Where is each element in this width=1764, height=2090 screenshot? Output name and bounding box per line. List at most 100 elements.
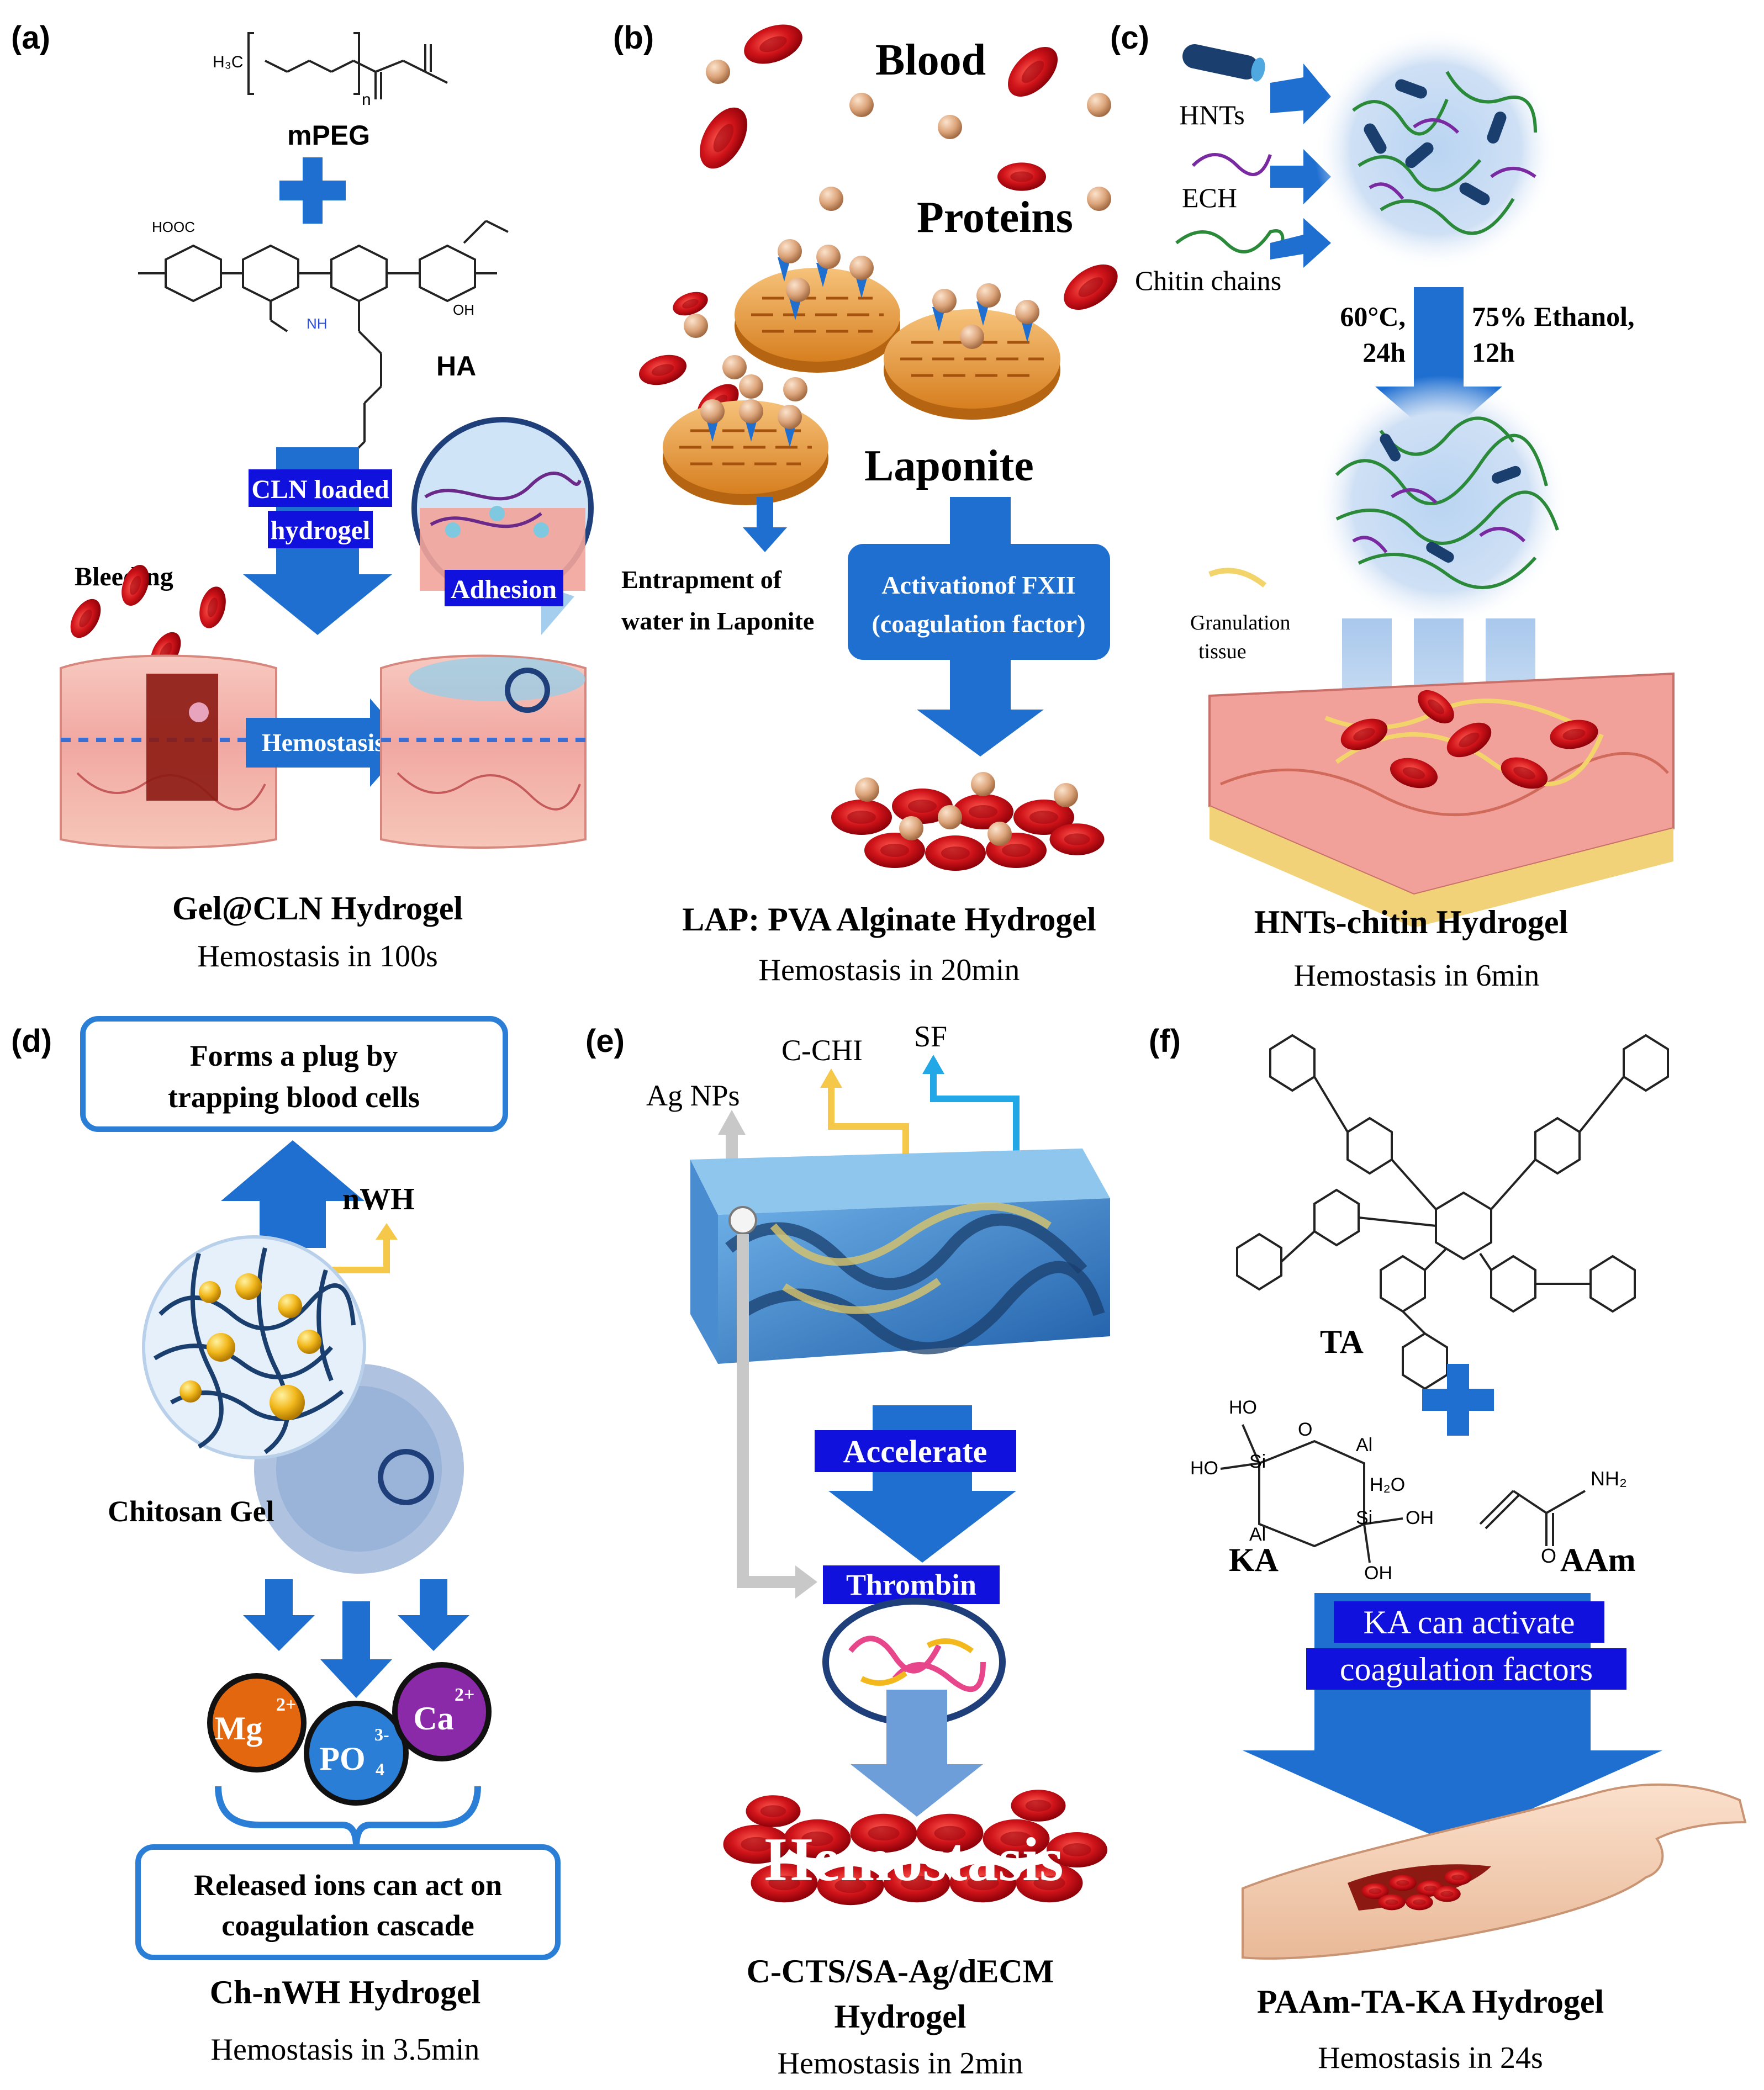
mpeg-label: mPEG — [287, 120, 370, 151]
panel-b-letter: (b) — [613, 20, 654, 56]
mg-label: Mg — [215, 1710, 263, 1747]
chitin-label: Chitin chains — [1135, 265, 1281, 296]
ka-ho-2: HO — [1190, 1458, 1218, 1479]
ha-nh-label: NH — [307, 315, 328, 332]
ha-oh-label: OH — [453, 301, 474, 318]
ka-si-1: Si — [1249, 1451, 1266, 1472]
released-line1: Released ions can act on — [194, 1869, 502, 1902]
entrapment-line1: Entrapment of — [621, 565, 782, 594]
ech-icon — [1191, 153, 1272, 176]
thrombin-protein — [848, 1636, 986, 1692]
panel-d-time: Hemostasis in 3.5min — [211, 2033, 480, 2067]
fxii-label-line2: (coagulation factor) — [872, 610, 1085, 638]
panel-f-title: PAAm-TA-KA Hydrogel — [1257, 1983, 1604, 2020]
kaolinite-structure — [1220, 1424, 1403, 1563]
ka-activate-line2: coagulation factors — [1340, 1651, 1593, 1687]
panel-c-time: Hemostasis in 6min — [1294, 959, 1540, 993]
adhesion-magnifier — [411, 417, 594, 635]
hydrogel-label: hydrogel — [271, 516, 370, 545]
adhesion-label: Adhesion — [451, 575, 557, 604]
proteins-label: Proteins — [917, 193, 1073, 242]
nh2-label: NH₂ — [1591, 1467, 1627, 1490]
plug-box — [80, 1016, 508, 1132]
chitin-chain-icon — [1175, 229, 1285, 253]
released-line2: coagulation cascade — [221, 1909, 474, 1942]
plus-icon-f — [1422, 1364, 1494, 1436]
hemostasis-down-arrow — [851, 1690, 983, 1817]
hemostasis-arrow-label: Hemostasis — [262, 728, 384, 756]
panel-a-letter: (a) — [11, 20, 50, 56]
nwh-particles — [179, 1273, 321, 1420]
solution-sphere — [1314, 28, 1557, 271]
aam-o-label: O — [1541, 1544, 1556, 1567]
cond-right-line1: 75% Ethanol, — [1472, 301, 1635, 332]
ca-label: Ca — [413, 1700, 453, 1737]
panel-e-time: Hemostasis in 2min — [778, 2046, 1023, 2081]
plus-icon — [279, 157, 346, 224]
ha-structure — [138, 220, 509, 464]
granulation-line1: Granulation — [1190, 611, 1291, 634]
panel-d-letter: (d) — [11, 1023, 52, 1059]
agnps-pointer-head — [718, 1110, 746, 1135]
ka-ho-1: HO — [1229, 1397, 1257, 1418]
agnps-label: Ag NPs — [646, 1079, 740, 1112]
panel-d: (d) Forms a plug by trapping blood cells… — [11, 1016, 561, 2067]
panel-a-title: Gel@CLN Hydrogel — [172, 890, 463, 927]
aam-label: AAm — [1560, 1542, 1636, 1578]
panel-b: (b) Blood Proteins Laponite — [613, 17, 1126, 987]
fxii-activation-arrow — [848, 497, 1110, 756]
ha-label: HA — [436, 351, 476, 382]
blood-label: Blood — [875, 36, 986, 84]
ag-thrombin-pointer — [737, 1234, 798, 1588]
hydrogel-hnts — [1380, 433, 1521, 563]
sf-pointer — [930, 1071, 1020, 1176]
sf-label: SF — [914, 1020, 947, 1053]
laponite-disk-1 — [735, 239, 900, 373]
mpeg-n-label: n — [362, 91, 371, 109]
laponite-disk-3 — [663, 374, 828, 505]
laponite-disk-2 — [884, 283, 1060, 420]
panel-a-time: Hemostasis in 100s — [197, 939, 438, 973]
nwh-label: nWH — [342, 1182, 415, 1216]
ech-label: ECH — [1182, 182, 1237, 213]
thrombin-label: Thrombin — [846, 1568, 976, 1601]
panel-c-letter: (c) — [1110, 20, 1149, 56]
hnt-tube-icon — [1182, 44, 1265, 82]
solution-contents — [1352, 71, 1537, 235]
ka-al-2: Al — [1249, 1524, 1266, 1545]
mpeg-structure — [247, 32, 448, 99]
network-chains — [153, 1247, 356, 1454]
mg-charge: 2+ — [276, 1695, 296, 1715]
plug-line1: Forms a plug by — [190, 1039, 398, 1072]
acrylamide-structure — [1479, 1490, 1586, 1546]
skin-block-sealed — [380, 654, 587, 849]
panel-e: (e) Ag NPs C-CHI SF Acceler — [585, 1020, 1110, 2081]
hydrogel-network — [1335, 416, 1559, 589]
ag-nanoparticle — [728, 1206, 757, 1235]
ka-si-2: Si — [1356, 1507, 1372, 1528]
accelerate-label: Accelerate — [843, 1433, 987, 1469]
panel-a: (a) H₃C n mPEG — [11, 20, 594, 973]
ion-release-arrows — [243, 1579, 469, 1698]
ka-al-1: Al — [1356, 1435, 1372, 1456]
magnify-ring — [378, 1449, 434, 1505]
panel-d-title: Ch-nWH Hydrogel — [210, 1974, 481, 2010]
nwh-pointer-head — [376, 1223, 398, 1240]
forearm-wound — [1242, 1783, 1747, 1960]
po-ion — [304, 1701, 409, 1806]
panel-f-letter: (f) — [1149, 1023, 1181, 1059]
hnts-label: HNTs — [1179, 99, 1245, 130]
ag-thrombin-pointer-head — [795, 1565, 817, 1599]
po-subscript: 4 — [376, 1759, 384, 1779]
panel-b-time: Hemostasis in 20min — [759, 953, 1020, 987]
panel-e-letter: (e) — [585, 1023, 625, 1059]
cchi-pointer-head — [820, 1068, 842, 1088]
plug-line2: trapping blood cells — [168, 1081, 420, 1114]
mg-ion — [207, 1673, 307, 1772]
mpeg-h3c-label: H₃C — [213, 53, 244, 71]
ka-oh-2: OH — [1364, 1563, 1392, 1584]
hemostasis-big-label: Hemostasis — [764, 1826, 1063, 1894]
ka-activate-line1: KA can activate — [1363, 1604, 1575, 1641]
ca-charge: 2+ — [455, 1685, 474, 1705]
fxii-label-line1: Activationof FXII — [881, 571, 1075, 599]
